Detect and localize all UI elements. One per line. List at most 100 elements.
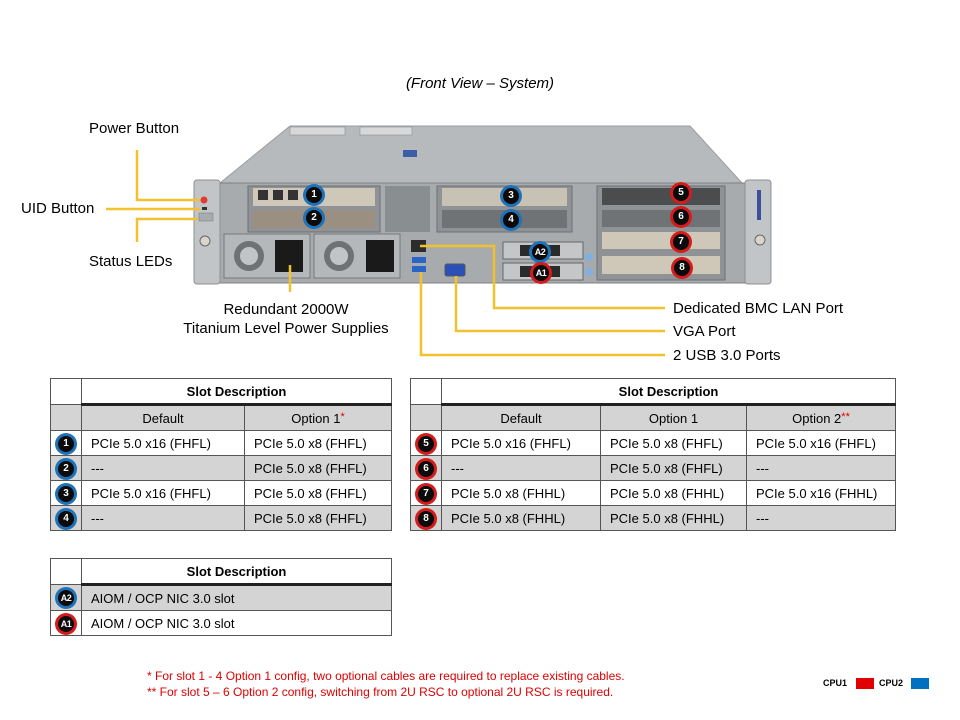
vga-label: VGA Port bbox=[673, 323, 736, 340]
table-row: 3 PCIe 5.0 x16 (FHFL) PCIe 5.0 x8 (FHFL) bbox=[50, 480, 392, 506]
cell-default: PCIe 5.0 x16 (FHFL) bbox=[441, 430, 601, 456]
cell-default: PCIe 5.0 x8 (FHHL) bbox=[441, 480, 601, 506]
lid-label-1 bbox=[289, 126, 346, 136]
view-title: (Front View – System) bbox=[405, 75, 555, 92]
slot-marker-a2: A2 bbox=[532, 244, 548, 260]
slot-8-card bbox=[602, 256, 720, 274]
table-title: Slot Description bbox=[441, 378, 896, 406]
table-row: 7 PCIe 5.0 x8 (FHHL) PCIe 5.0 x8 (FHHL) … bbox=[410, 480, 896, 506]
table-row: A1 AIOM / OCP NIC 3.0 slot bbox=[50, 610, 392, 636]
slot-badge: 2 bbox=[58, 461, 74, 477]
cell-option1: PCIe 5.0 x8 (FHFL) bbox=[244, 505, 392, 531]
callout-lines bbox=[106, 150, 665, 357]
footnote-2: ** For slot 5 – 6 Option 2 config, switc… bbox=[147, 685, 614, 699]
status-leds bbox=[198, 212, 214, 222]
legend-cpu2-label: CPU2 bbox=[879, 678, 904, 688]
uid-button-label: UID Button bbox=[21, 200, 95, 217]
cell-option1: PCIe 5.0 x8 (FHFL) bbox=[244, 480, 392, 506]
slot-badge: 4 bbox=[58, 511, 74, 527]
cell-default: --- bbox=[81, 505, 245, 531]
cell-option2: --- bbox=[746, 505, 896, 531]
table-header-row: Slot Description bbox=[50, 558, 392, 586]
cell-description: AIOM / OCP NIC 3.0 slot bbox=[81, 610, 392, 636]
power-button-led bbox=[200, 196, 208, 204]
status-leds-line bbox=[135, 217, 198, 242]
slot-badge: 8 bbox=[418, 511, 434, 527]
slot-marker-6: 6 bbox=[673, 209, 689, 225]
column-header-option1: Option 1 bbox=[600, 404, 747, 431]
left-ear-screw bbox=[199, 235, 211, 247]
slot-marker-1: 1 bbox=[306, 187, 322, 203]
footnote-1: * For slot 1 - 4 Option 1 config, two op… bbox=[147, 669, 625, 683]
slot-marker-8: 8 bbox=[674, 260, 690, 276]
slot-badge: 5 bbox=[418, 436, 434, 452]
column-header-option1: Option 1* bbox=[244, 404, 392, 431]
slot-7-card bbox=[602, 232, 720, 249]
bmc-lan-label: Dedicated BMC LAN Port bbox=[673, 300, 844, 317]
slot-badge: A2 bbox=[58, 590, 74, 606]
cell-default: --- bbox=[441, 455, 601, 481]
usb-line bbox=[419, 272, 665, 357]
psu-label-line2: Titanium Level Power Supplies bbox=[183, 320, 389, 337]
table-row: 6 --- PCIe 5.0 x8 (FHFL) --- bbox=[410, 455, 896, 481]
column-header-row: Default Option 1* bbox=[50, 404, 392, 431]
cell-option2: PCIe 5.0 x16 (FHFL) bbox=[746, 430, 896, 456]
cell-default: PCIe 5.0 x16 (FHFL) bbox=[81, 430, 245, 456]
aiom-thumbscrew-bottom bbox=[585, 268, 593, 276]
power-button-line bbox=[135, 150, 200, 202]
cell-default: PCIe 5.0 x8 (FHHL) bbox=[441, 505, 601, 531]
usb-label: 2 USB 3.0 Ports bbox=[673, 347, 781, 364]
cell-option2: PCIe 5.0 x16 (FHHL) bbox=[746, 480, 896, 506]
slot-5-card bbox=[602, 188, 720, 205]
slot-badge: 7 bbox=[418, 486, 434, 502]
column-header-option2: Option 2** bbox=[746, 404, 896, 431]
slot-marker-3: 3 bbox=[503, 188, 519, 204]
slot-marker-a1: A1 bbox=[533, 265, 549, 281]
legend-cpu1-label: CPU1 bbox=[823, 678, 848, 688]
slot-6-card bbox=[602, 210, 720, 227]
slot-table-aiom: Slot Description A2 AIOM / OCP NIC 3.0 s… bbox=[50, 558, 392, 636]
bmc-lan-line bbox=[420, 244, 665, 310]
psu-2-inlet bbox=[366, 240, 394, 272]
cell-option1: PCIe 5.0 x8 (FHFL) bbox=[600, 430, 747, 456]
cell-option1: PCIe 5.0 x8 (FHFL) bbox=[244, 430, 392, 456]
column-header-default: Default bbox=[441, 404, 601, 431]
slot-marker-4: 4 bbox=[503, 212, 519, 228]
status-leds-label: Status LEDs bbox=[89, 253, 173, 270]
cell-default: PCIe 5.0 x16 (FHFL) bbox=[81, 480, 245, 506]
table-title: Slot Description bbox=[81, 558, 392, 586]
vent-left bbox=[385, 186, 430, 232]
slot-marker-2: 2 bbox=[306, 210, 322, 226]
uid-button bbox=[202, 207, 207, 210]
slot-badge: 1 bbox=[58, 436, 74, 452]
left-rack-ear bbox=[193, 179, 221, 285]
cell-option1: PCIe 5.0 x8 (FHHL) bbox=[600, 505, 747, 531]
psu-label: Redundant 2000W Titanium Level Power Sup… bbox=[170, 300, 402, 338]
slot-badge: 6 bbox=[418, 461, 434, 477]
table-header-row: Slot Description bbox=[410, 378, 896, 406]
right-ear-screw bbox=[754, 234, 766, 246]
table-row: 1 PCIe 5.0 x16 (FHFL) PCIe 5.0 x8 (FHFL) bbox=[50, 430, 392, 456]
slot-marker-7: 7 bbox=[673, 234, 689, 250]
footnote-mark: * bbox=[340, 410, 345, 423]
footnote-mark: ** bbox=[841, 410, 850, 423]
table-row: 5 PCIe 5.0 x16 (FHFL) PCIe 5.0 x8 (FHFL)… bbox=[410, 430, 896, 456]
table-title: Slot Description bbox=[81, 378, 392, 406]
cell-option1: PCIe 5.0 x8 (FHHL) bbox=[600, 480, 747, 506]
right-ear-logo bbox=[757, 190, 761, 220]
table-row: 2 --- PCIe 5.0 x8 (FHFL) bbox=[50, 455, 392, 481]
lid-latch bbox=[403, 150, 417, 157]
legend-cpu1-swatch bbox=[856, 678, 874, 689]
aiom-thumbscrew-top bbox=[585, 253, 593, 261]
table-row: 4 --- PCIe 5.0 x8 (FHFL) bbox=[50, 505, 392, 531]
slot-table-5-8: Slot Description Default Option 1 Option… bbox=[410, 378, 896, 531]
table-header-row: Slot Description bbox=[50, 378, 392, 406]
legend-cpu2-swatch bbox=[911, 678, 929, 689]
cell-description: AIOM / OCP NIC 3.0 slot bbox=[81, 584, 392, 611]
cell-option1: PCIe 5.0 x8 (FHFL) bbox=[600, 455, 747, 481]
power-button-label: Power Button bbox=[89, 120, 180, 137]
cell-option2: --- bbox=[746, 455, 896, 481]
vga-port bbox=[444, 263, 466, 277]
slot-badge: 3 bbox=[58, 486, 74, 502]
